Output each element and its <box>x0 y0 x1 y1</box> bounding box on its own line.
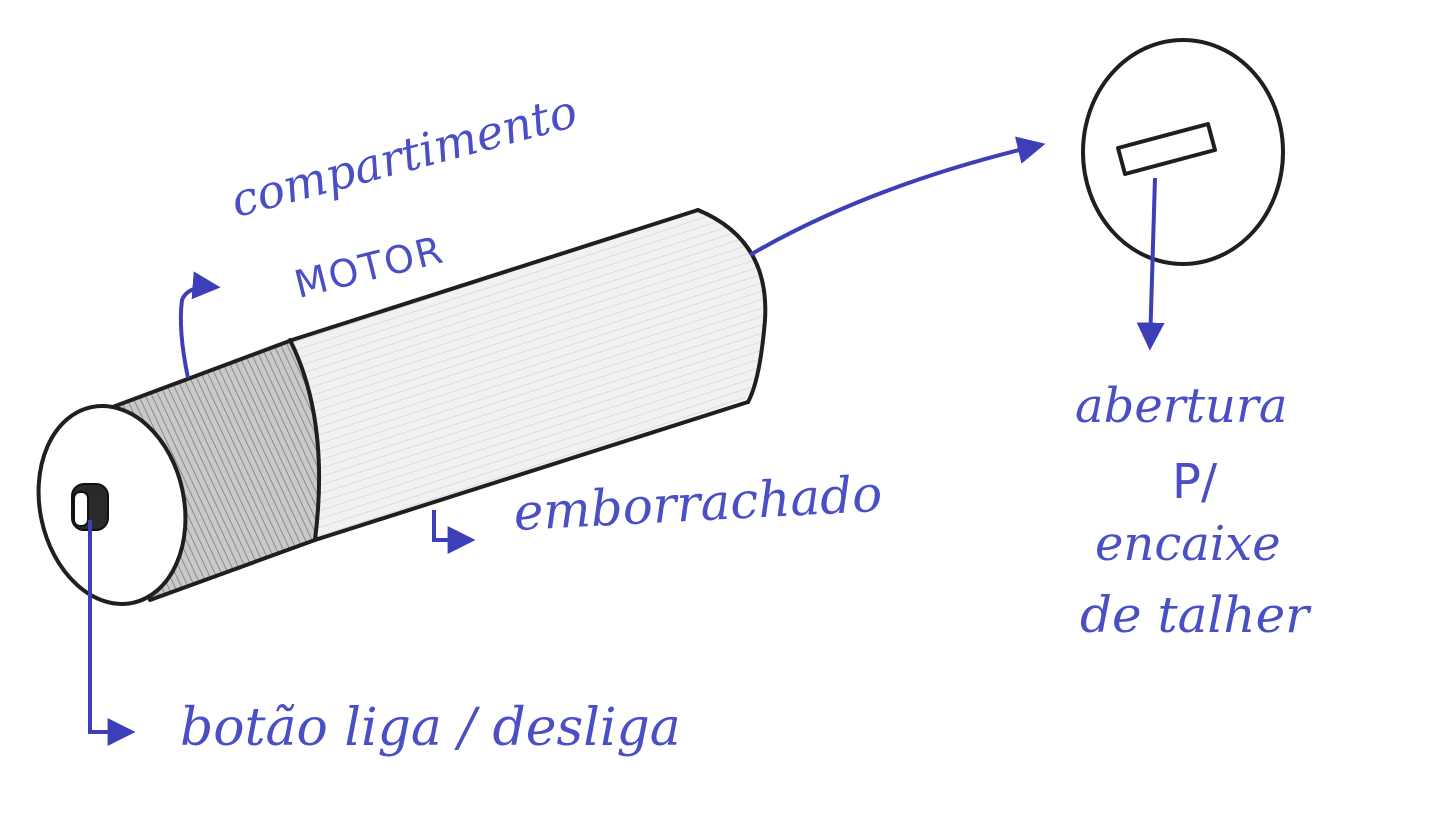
label-de-talher: de talher <box>1080 586 1310 644</box>
slot-arrow <box>1136 177 1165 351</box>
label-botao-liga-desliga: botão liga / desliga <box>180 698 681 758</box>
detail-arrow <box>748 136 1046 257</box>
cylinder-body <box>292 210 767 540</box>
label-p: P/ <box>1172 454 1218 510</box>
end-view-slot <box>1116 122 1217 176</box>
label-abertura: abertura <box>1075 378 1288 434</box>
button-arrow <box>88 520 136 746</box>
compartment-arrow <box>178 271 221 379</box>
grip-divider <box>288 338 322 542</box>
paper-margin <box>1400 0 1433 818</box>
end-cap <box>36 404 188 606</box>
rubber-arrow <box>432 510 476 554</box>
label-encaixe: encaixe <box>1095 516 1281 572</box>
cylinder-right-end <box>696 208 768 404</box>
